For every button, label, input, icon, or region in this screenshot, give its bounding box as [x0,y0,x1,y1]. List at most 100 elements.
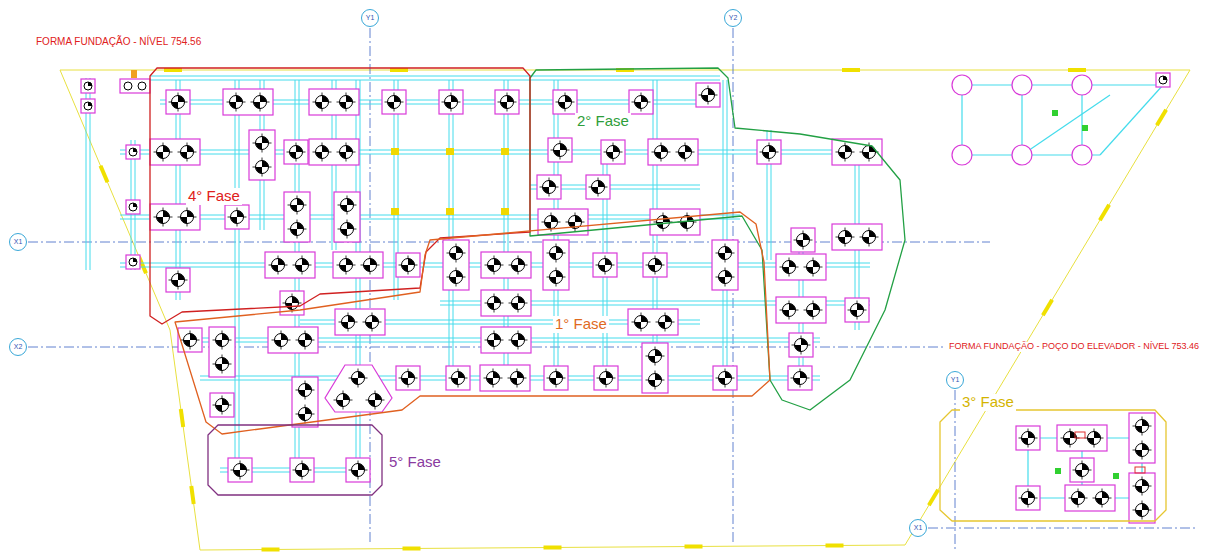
pile-fill [494,259,501,266]
pile-fill [681,222,688,229]
pile-fill [863,237,870,244]
pile-cap [543,240,569,290]
pile-symbol [797,234,810,247]
pile-fill [302,259,309,266]
pile-symbol [719,271,732,284]
boundary-mark [181,409,183,427]
pile-symbol [512,259,525,272]
boundary-mark [685,544,703,548]
pile-fill [1028,432,1035,439]
pile-fill [291,205,298,212]
pile-fill [375,394,382,401]
pile-symbol [635,316,648,329]
pile-symbol [388,96,401,109]
pile-symbol [655,146,668,159]
pile-symbol [1022,492,1035,505]
pile-symbol [181,211,194,224]
pile-cap [150,204,200,230]
pile-symbol [256,137,269,150]
pile-symbol [254,96,267,109]
pile-fill [665,316,672,323]
phase-region: 3° Fase [940,410,1166,521]
pile-cap [223,89,273,115]
pile-symbol [172,274,185,287]
pile-fill [592,187,599,194]
pile-fill [702,95,709,102]
pile-cap [284,192,310,242]
pile-fill [316,152,323,159]
pile-fill [512,265,519,272]
pile-fill [172,280,179,287]
pile-symbol [649,374,662,387]
phase-outline [174,211,771,435]
pile-fill [559,102,566,109]
pile-symbol [129,148,137,156]
pile-fill [281,334,288,341]
pile-fill [262,137,269,144]
pile-symbol [230,96,243,109]
pile-symbol [157,146,170,159]
pile-symbol [402,372,415,385]
pile-cap [290,458,314,482]
orange-marker [131,70,137,78]
pile-cap [166,268,190,292]
pile-fill [402,265,409,272]
beam-line [120,219,740,220]
pile-fill [452,378,459,385]
pile-cap [1016,426,1040,450]
pile-fill [679,152,686,159]
pile-fill [725,271,732,278]
pile-fill [187,211,194,218]
pile-fill [352,378,359,385]
pile-symbol [364,259,377,272]
pile-fill [341,205,348,212]
pile-fill [369,400,376,407]
pile-cap [325,365,392,412]
pile-fill [857,304,864,311]
pile-fill [236,96,243,103]
pile-fill [556,271,563,278]
boundary-mark [262,547,280,551]
pile-symbol [84,82,92,90]
pile-symbol [181,146,194,159]
pile-fill [394,96,401,103]
pile-fill [133,148,137,152]
pile-symbol [783,261,796,274]
pile-symbol [256,161,269,174]
pile-fill [1072,498,1079,505]
pile-cap [265,252,315,278]
pile-fill [488,265,495,272]
beam-line [723,80,724,390]
pile-symbol [550,271,563,284]
boundary-mark [929,490,938,505]
pile-symbol [719,247,732,260]
pile-symbol [488,259,501,272]
drawing-subtitle: FORMA FUNDAÇÃO - POÇO DO ELEVADOR - NÍVE… [948,342,1200,352]
pile-symbol [1022,432,1035,445]
pile-fill [1082,464,1089,471]
pile-fill [322,146,329,153]
pile-fill [795,345,802,352]
pile-fill [348,316,355,323]
pile-fill [518,259,525,266]
pile-cap [126,145,140,159]
pile-cap [120,79,150,93]
pile-symbol [635,96,648,109]
yellow-marker [391,148,399,155]
pile-fill [803,234,810,241]
pile-fill [655,259,662,266]
pile-symbol [702,89,715,102]
beam-line [239,80,240,470]
phase-region: 5° Fase [208,425,382,495]
axis-bubble: Y1 [361,9,379,27]
pile-fill [231,217,238,224]
pile-fill [1163,76,1167,80]
pile-fill [364,265,371,272]
pile-fill [550,277,557,284]
round-pile-cap [952,75,972,95]
pile-fill [456,247,463,254]
green-marker [1082,125,1088,131]
pile-cap [845,298,869,322]
pile-symbol [340,146,353,159]
pile-cap [788,366,812,390]
